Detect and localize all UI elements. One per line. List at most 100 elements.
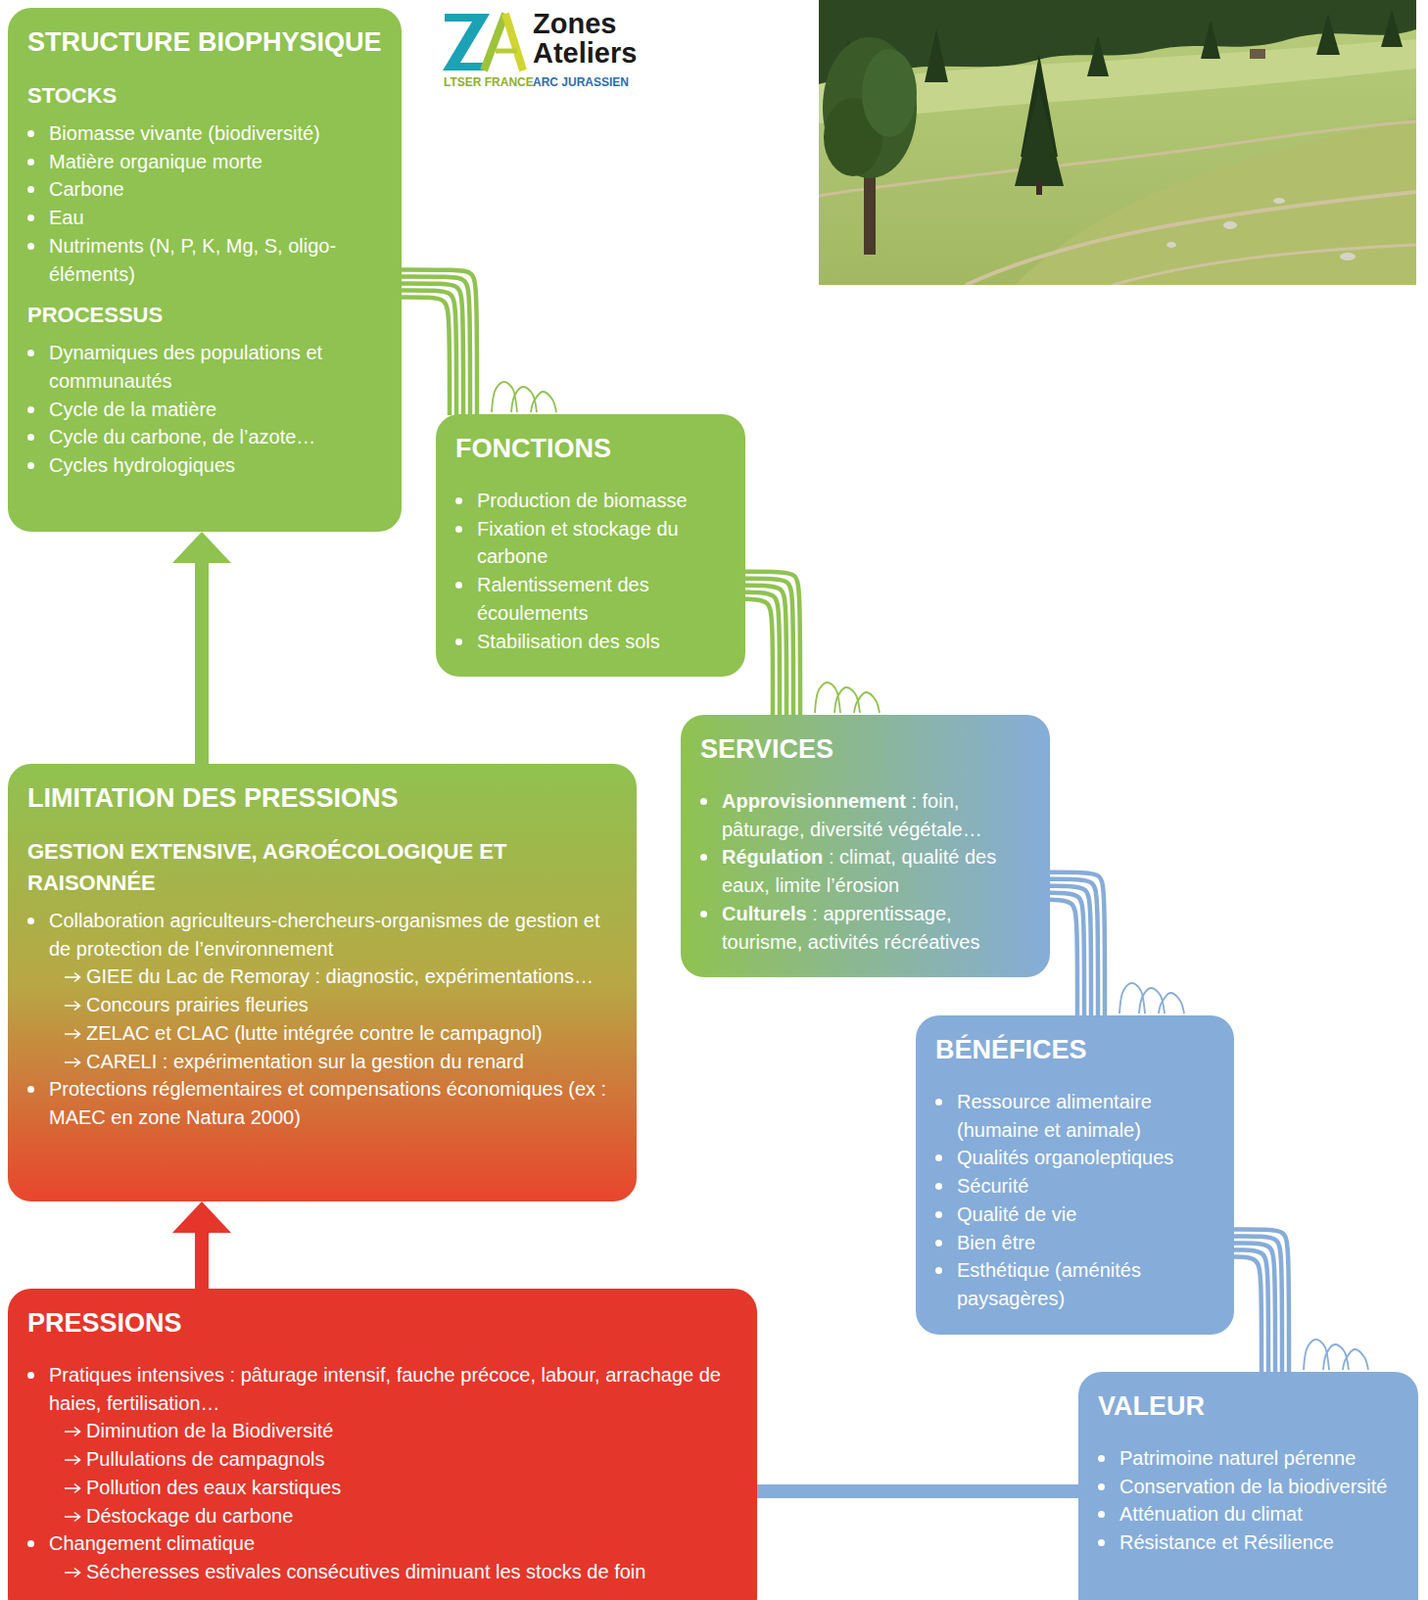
cascade-stripe — [744, 592, 780, 716]
bullet-dot — [27, 130, 35, 138]
body-text: Biomasse vivante (biodiversité) — [48, 122, 321, 144]
link-line — [757, 1491, 1079, 1493]
cascade-stripe — [400, 277, 471, 417]
flow-arrow — [172, 531, 232, 764]
heading-text: LIMITATION DES PRESSIONS — [27, 783, 399, 813]
arrow-item: CARELI : expérimentation sur la gestion … — [27, 1047, 621, 1077]
heading-text: PRESSIONS — [27, 1308, 183, 1338]
body-text: Atténuation du climat — [1119, 1503, 1303, 1525]
body-text: Carbone — [48, 178, 125, 200]
bullet-dot — [27, 158, 35, 166]
bullet-item: Régulation: climat, qualité des eaux, li… — [700, 843, 1035, 900]
body-text: Cycles hydrologiques — [48, 454, 236, 476]
box-heading: VALEUR — [1097, 1385, 1403, 1428]
body-text: Qualité de vie — [956, 1203, 1077, 1226]
structure-box: STRUCTURE BIOPHYSIQUESTOCKSBiomasse viva… — [7, 7, 402, 532]
box-heading: SERVICES — [700, 728, 1035, 770]
bullet-item: Culturels: apprentissage, tourisme, acti… — [700, 900, 1035, 956]
splash-arc — [1158, 993, 1185, 1014]
body-text: Stabilisation des sols — [476, 630, 661, 653]
bullet-dot — [455, 581, 463, 589]
bullet-item: Ralentissement des écoulements — [455, 571, 730, 627]
heading-text: SERVICES — [700, 734, 834, 764]
body-text: PROCESSUS — [27, 302, 163, 328]
cascade-connector — [1233, 1229, 1369, 1374]
logo-subtitle: ARC JURASSIEN — [532, 74, 629, 91]
bullet-dot — [27, 1372, 35, 1380]
connector-shaft — [194, 561, 209, 764]
body-text: Conservation de la biodiversité — [1119, 1475, 1388, 1498]
bullet-item: Carbone — [27, 175, 390, 204]
bullet-dot — [27, 433, 35, 441]
body-text: Pollution des eaux karstiques — [86, 1476, 341, 1499]
bullet-dot — [27, 462, 35, 470]
cascade-stripe — [1233, 1242, 1276, 1374]
cascade-stripe — [744, 571, 801, 716]
logo-mark — [440, 7, 529, 77]
cascade-connector — [400, 270, 557, 417]
cascade-connector — [744, 571, 880, 716]
bullet-dot — [455, 638, 463, 646]
arrow-item: Déstockage du carbone — [27, 1502, 742, 1531]
body-text: Esthétique (aménités paysagères) — [956, 1259, 1142, 1310]
arrow-symbol — [64, 1454, 83, 1467]
splash-arc — [834, 687, 860, 714]
bullet-dot — [935, 1183, 943, 1190]
bullet-dot — [27, 214, 35, 222]
body-text: Fixation et stockage du carbone — [476, 518, 679, 569]
cascade-stripe — [400, 297, 450, 417]
connector-shaft — [194, 1231, 209, 1289]
arrow-item: Pullulations de campagnols — [27, 1445, 742, 1475]
body-text: Sécheresses estivales consécutives dimin… — [86, 1561, 646, 1583]
bullet-dot — [700, 854, 708, 861]
cascade-stripe — [1233, 1236, 1283, 1374]
bullet-dot — [1097, 1511, 1105, 1519]
bullet-item: Qualité de vie — [935, 1200, 1219, 1230]
bullet-dot — [935, 1098, 943, 1106]
bullet-dot — [700, 798, 708, 806]
flow-arrow — [172, 1201, 232, 1289]
bullet-item: Biomasse vivante (biodiversité) — [27, 119, 390, 148]
cascade-stripe — [1048, 893, 1085, 1017]
splash-arc — [511, 386, 537, 413]
body-text: Eau — [48, 206, 85, 229]
body-text: STOCKS — [27, 83, 117, 108]
arrow-item: Pollution des eaux karstiques — [27, 1474, 742, 1503]
arrow-symbol — [64, 999, 83, 1012]
bullet-item: Collaboration agriculteurs-chercheurs-or… — [27, 906, 621, 963]
arrow-item: Sécheresses estivales consécutives dimin… — [27, 1558, 742, 1587]
benefit-box: BÉNÉFICESRessource alimentaire (humaine … — [915, 1015, 1235, 1335]
bullet-dot — [27, 1540, 35, 1548]
bullet-item: Conservation de la biodiversité — [1097, 1473, 1403, 1502]
body-text: Dynamiques des populations et communauté… — [48, 341, 323, 392]
heading-text: FONCTIONS — [455, 433, 612, 464]
cascade-stripe — [744, 599, 773, 716]
bullet-item: Dynamiques des populations et communauté… — [27, 338, 390, 395]
box-heading: BÉNÉFICES — [935, 1029, 1219, 1071]
body-text: Pullulations de campagnols — [86, 1448, 326, 1471]
arrow-symbol — [64, 1056, 83, 1069]
body-text: GIEE du Lac de Remoray : diagnostic, exp… — [86, 965, 594, 988]
body-text: GESTION EXTENSIVE, AGROÉCOLOGIQUE ET RAI… — [27, 839, 507, 896]
cascade-stripe — [1233, 1249, 1269, 1374]
arrow-symbol — [64, 1567, 83, 1579]
bold-term: Culturels — [721, 903, 808, 925]
bullet-dot — [935, 1267, 943, 1275]
body-text: Production de biomasse — [476, 489, 688, 512]
box-subheading: PROCESSUS — [27, 299, 390, 332]
arrow-item: Concours prairies fleuries — [27, 991, 621, 1020]
splash-arc — [1323, 1344, 1349, 1371]
bullet-item: Fixation et stockage du carbone — [455, 515, 730, 572]
splash-arc — [1139, 988, 1165, 1014]
box-heading: FONCTIONS — [455, 428, 730, 470]
body-text: Cycle du carbone, de l’azote… — [48, 426, 316, 448]
body-text: Qualités organoleptiques — [956, 1146, 1174, 1169]
bullet-item: Pratiques intensives : pâturage intensif… — [27, 1361, 742, 1418]
bullet-item: Production de biomasse — [455, 486, 730, 516]
bold-term: Approvisionnement — [721, 790, 906, 812]
box-heading: PRESSIONS — [27, 1302, 742, 1344]
arrow-head — [172, 531, 232, 564]
cascade-stripe — [1233, 1256, 1262, 1374]
bullet-item: Changement climatique — [27, 1529, 742, 1559]
body-text: Protections réglementaires et compensati… — [48, 1078, 607, 1129]
